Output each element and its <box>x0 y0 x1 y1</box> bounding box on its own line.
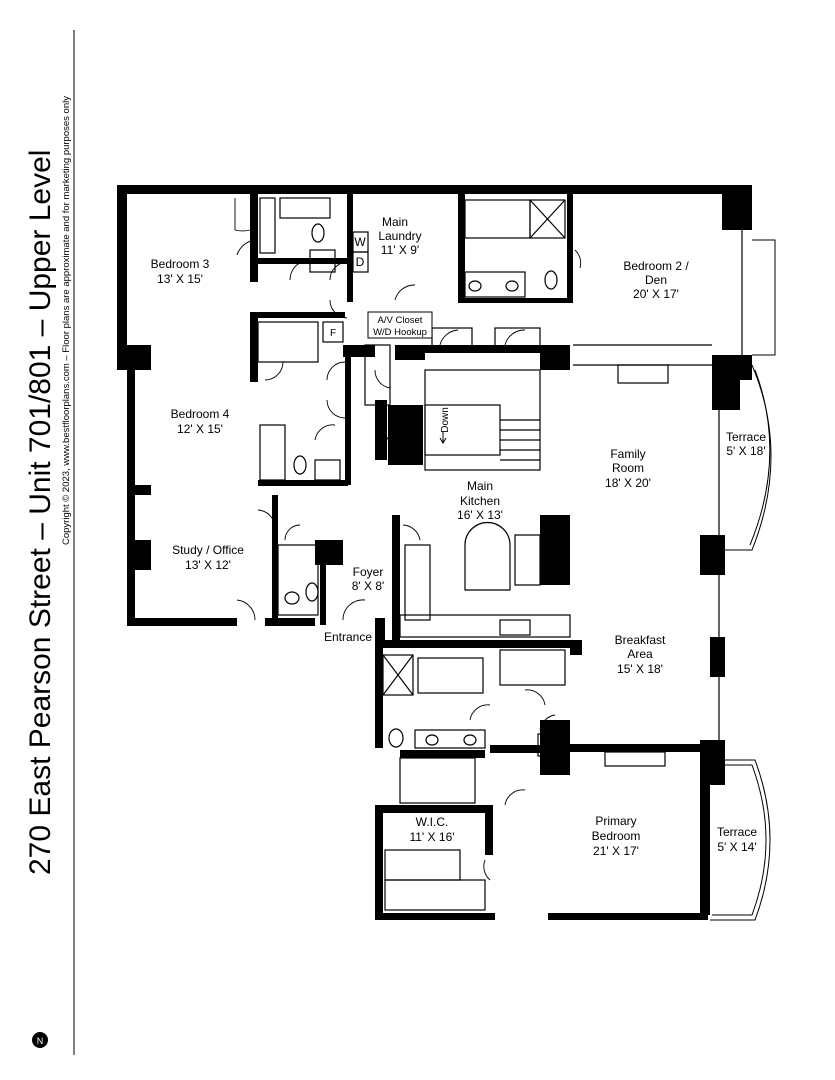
breakfast-size: 15' X 18' <box>617 662 663 676</box>
foyer-name: Foyer <box>353 565 384 579</box>
primary-name2: Bedroom <box>592 829 641 843</box>
svg-text:N: N <box>37 1036 44 1046</box>
terrace-top-size: 5' X 18' <box>726 444 765 458</box>
washer-label: W <box>354 235 366 249</box>
stair-arrow-icon <box>439 432 447 444</box>
breakfast-name2: Area <box>627 647 653 661</box>
fridge-label-1: F <box>330 328 336 339</box>
terrace-bottom-size: 5' X 14' <box>717 840 756 854</box>
wic-size: 11' X 16' <box>409 830 454 844</box>
study-name: Study / Office <box>172 543 244 557</box>
foyer-size: 8' X 8' <box>352 579 385 593</box>
av-closet-line1: A/V Closet <box>378 315 423 326</box>
compass-icon: N <box>32 1032 48 1048</box>
laundry-name1: Main <box>382 215 408 229</box>
wic-name: W.I.C. <box>416 815 449 829</box>
bedroom2-name2: Den <box>645 273 667 287</box>
laundry-name2: Laundry <box>378 229 421 243</box>
plan-title: 270 East Pearson Street – Unit 701/801 –… <box>24 150 57 875</box>
exterior-walls <box>117 185 752 920</box>
interior-lines <box>120 197 743 911</box>
room-labels: Bedroom 3 13' X 15' Main Laundry 11' X 9… <box>151 215 767 858</box>
bedroom3-size: 13' X 15' <box>157 272 203 286</box>
terraces <box>710 239 776 921</box>
kitchen-name2: Kitchen <box>460 494 500 508</box>
bedroom3-name: Bedroom 3 <box>151 257 210 271</box>
bedroom4-name: Bedroom 4 <box>171 407 230 421</box>
laundry-size: 11' X 9' <box>381 243 419 257</box>
entrance-label: Entrance <box>324 630 372 644</box>
family-name2: Room <box>612 461 644 475</box>
av-closet-line2: W/D Hookup <box>373 327 427 338</box>
terrace-bottom-name: Terrace <box>717 825 757 839</box>
breakfast-name1: Breakfast <box>615 633 666 647</box>
family-name1: Family <box>610 447 645 461</box>
study-size: 13' X 12' <box>185 558 231 572</box>
stair-down-label: Down <box>440 407 451 433</box>
fridge-label-2: F <box>546 740 552 751</box>
door-swings <box>234 198 582 881</box>
bedroom2-size: 20' X 17' <box>633 287 679 301</box>
bedroom2-name1: Bedroom 2 / <box>623 259 689 273</box>
bedroom4-size: 12' X 15' <box>177 422 223 436</box>
fixture-letters: W D F F <box>330 235 552 751</box>
copyright-note: Copyright © 2023, www.bestfloorplans.com… <box>61 96 72 545</box>
av-closet-box <box>367 311 433 339</box>
kitchen-name1: Main <box>467 479 493 493</box>
kitchen-size: 16' X 13' <box>457 508 503 522</box>
dryer-label: D <box>356 255 365 269</box>
terrace-top-name: Terrace <box>726 430 766 444</box>
primary-name1: Primary <box>595 814 636 828</box>
family-size: 18' X 20' <box>605 476 651 490</box>
primary-size: 21' X 17' <box>593 844 639 858</box>
